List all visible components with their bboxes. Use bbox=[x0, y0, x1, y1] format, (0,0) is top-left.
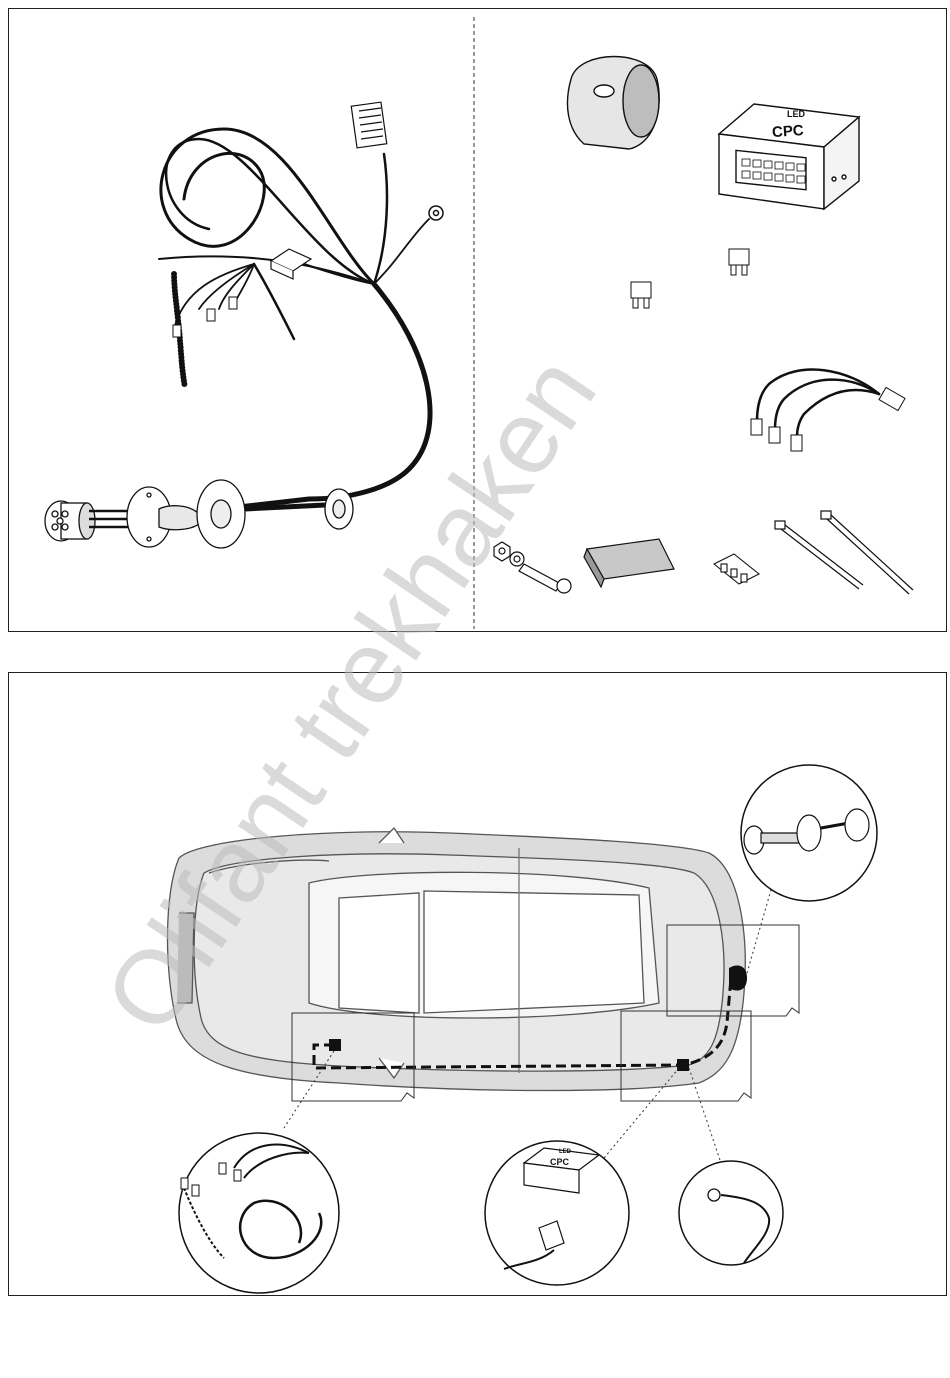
module-detail-callout: LED CPC bbox=[485, 1141, 629, 1285]
kit-contents-drawing: LED CPC bbox=[9, 9, 948, 633]
installation-drawing: LED CPC bbox=[9, 673, 948, 1297]
adapter-leads-illustration bbox=[751, 370, 905, 451]
mounting-hardware-illustration bbox=[494, 542, 571, 593]
kit-contents-panel: LED CPC bbox=[8, 8, 947, 632]
bullet-terminals-icon bbox=[173, 297, 237, 337]
module-logo-top: LED bbox=[787, 109, 806, 119]
fuse-icon bbox=[631, 249, 749, 308]
led-cpc-module-illustration: LED CPC bbox=[719, 104, 859, 209]
front-connector-marker bbox=[329, 1039, 341, 1051]
wiring-harness-illustration bbox=[159, 129, 430, 507]
module-logo-main: CPC bbox=[771, 122, 804, 141]
connector-block-illustration bbox=[714, 554, 759, 584]
ring-terminal-icon bbox=[429, 206, 443, 220]
multi-pin-connector-icon bbox=[351, 102, 387, 148]
installation-diagram-panel: LED CPC bbox=[8, 672, 947, 1296]
foam-pad-illustration bbox=[584, 539, 674, 587]
ground-detail-callout bbox=[679, 1161, 783, 1265]
cable-tie-icon bbox=[775, 511, 913, 594]
socket-marker bbox=[729, 965, 747, 990]
module-detail-logo-main: CPC bbox=[550, 1157, 570, 1167]
front-connector-detail-callout bbox=[179, 1133, 339, 1293]
socket-cover-illustration bbox=[567, 57, 659, 150]
socket-detail-callout bbox=[741, 765, 877, 901]
module-detail-logo-top: LED bbox=[559, 1149, 572, 1155]
module-marker bbox=[677, 1059, 689, 1071]
trailer-socket-illustration bbox=[45, 480, 353, 548]
car-topview-illustration bbox=[167, 828, 745, 1091]
